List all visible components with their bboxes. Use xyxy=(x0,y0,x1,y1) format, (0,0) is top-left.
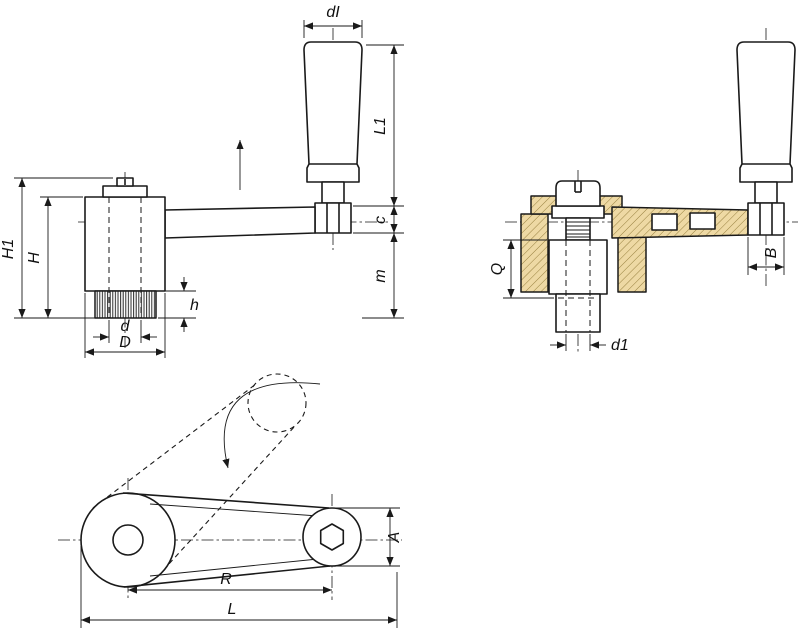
arm-rib-bottom xyxy=(149,558,319,577)
arm-rib-top xyxy=(149,503,319,517)
sleeve-outer xyxy=(548,239,608,295)
arm-section xyxy=(611,206,749,239)
dim-label-h: h xyxy=(190,297,199,314)
plan-view: A R L xyxy=(58,373,403,628)
crank-arm xyxy=(164,206,316,239)
end-boss-circle xyxy=(302,507,362,567)
arm-tangent-top xyxy=(122,492,330,509)
dim-label-d: d xyxy=(121,318,131,335)
arm-pocket xyxy=(689,212,716,230)
swung-arm-edge xyxy=(156,425,296,578)
dim-label-c: c xyxy=(372,216,389,224)
screw-washer xyxy=(551,205,605,219)
dim-label-A: A xyxy=(386,532,403,544)
plan-dimensions: A R L xyxy=(80,507,403,628)
handle-nut xyxy=(747,202,785,236)
dim-label-m: m xyxy=(372,269,389,282)
handle-outline xyxy=(736,41,796,183)
dim-label-H: H xyxy=(26,252,43,264)
dim-label-R: R xyxy=(220,571,232,588)
rotation-arrow xyxy=(222,382,321,469)
hub-body xyxy=(84,196,166,292)
hub-bore-circle xyxy=(112,524,144,556)
handle-neck xyxy=(754,181,778,204)
knurled-collar xyxy=(94,290,157,319)
dim-label-D: D xyxy=(119,334,131,351)
screw-slot xyxy=(574,181,582,193)
side-section-view: Q d1 B xyxy=(489,28,798,354)
handle-outline xyxy=(303,41,363,183)
bracket-right-wall xyxy=(617,236,647,293)
dim-label-L1: L1 xyxy=(372,117,389,135)
thread-lines xyxy=(566,221,590,238)
dim-label-B: B xyxy=(763,247,780,258)
dim-label-d1: d1 xyxy=(611,337,629,354)
front-view: dI L1 c m H1 H h xyxy=(0,4,404,358)
swung-arm-edge xyxy=(92,383,257,509)
dim-label-H1: H1 xyxy=(0,239,17,259)
side-dimensions: Q d1 B xyxy=(489,237,785,354)
screw-head xyxy=(555,180,601,207)
dim-label-Q: Q xyxy=(489,263,506,275)
handle-swung-position-circle xyxy=(247,373,307,433)
hex-socket xyxy=(319,523,345,551)
handle-nut xyxy=(314,202,352,234)
dim-label-L: L xyxy=(228,601,237,618)
hub-top-boss xyxy=(102,185,148,198)
arm-tangent-bottom xyxy=(123,565,331,588)
handle-neck xyxy=(321,181,345,204)
bracket-left-wall xyxy=(520,213,549,293)
arm-pocket xyxy=(651,213,678,231)
front-dimensions: dI L1 c m H1 H h xyxy=(0,4,404,358)
dim-label-dI: dI xyxy=(326,4,340,21)
sleeve-lower xyxy=(555,293,601,333)
